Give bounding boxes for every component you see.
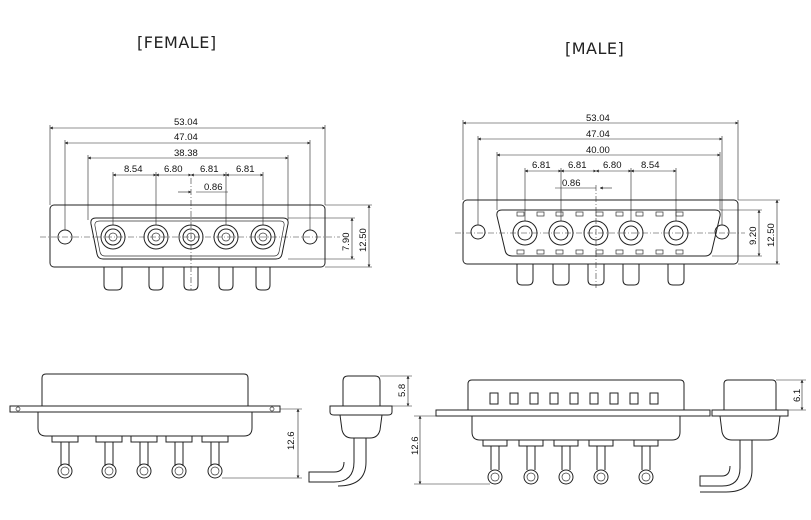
female-pins — [103, 267, 271, 291]
male-front-body — [471, 415, 681, 441]
female-dim-pitch-4: 6.81 — [236, 164, 255, 175]
male-d-shell — [496, 209, 721, 257]
male-side-shell — [723, 379, 777, 411]
female-dim-shell-height: 7.90 — [341, 233, 352, 252]
female-dim-pitch-1: 8.54 — [124, 164, 143, 175]
female-dim-overall-width: 53.04 — [174, 117, 198, 128]
male-front-slots — [489, 392, 659, 405]
male-dim-pitch-3: 6.80 — [603, 160, 622, 171]
female-side-dim-height: 5.8 — [397, 384, 408, 397]
male-front-pins — [482, 439, 659, 485]
male-top-view: 53.04 47.04 40.00 6.81 6.81 6.80 8.54 0.… — [455, 113, 780, 288]
female-front-dim-height: 12.6 — [286, 432, 297, 451]
male-pins — [516, 264, 685, 286]
female-flange — [49, 204, 326, 268]
female-dim-hole-spacing: 47.04 — [174, 132, 198, 143]
female-dim-pitch-3: 6.81 — [200, 164, 219, 175]
female-side-view: 5.8 — [308, 375, 412, 487]
female-front-view: 12.6 — [9, 373, 302, 479]
female-side-shell — [342, 375, 381, 407]
female-front-body — [37, 411, 253, 437]
female-dim-shell-width: 38.38 — [174, 148, 198, 159]
male-dim-offset: 0.86 — [562, 178, 581, 189]
female-front-pins — [51, 435, 229, 479]
male-side-dim-height: 6.1 — [792, 389, 803, 402]
male-front-shell — [467, 379, 685, 411]
male-dim-pitch-2: 6.81 — [568, 160, 587, 171]
male-dim-flange-height: 12.50 — [766, 223, 777, 247]
male-front-dim-height: 12.6 — [410, 437, 421, 456]
female-dim-pitch-2: 6.80 — [164, 164, 183, 175]
male-dim-overall-width: 53.04 — [586, 113, 610, 124]
male-side-view: 6.1 — [699, 379, 806, 493]
female-title: [FEMALE] — [137, 33, 217, 52]
female-dim-offset: 0.86 — [204, 182, 223, 193]
male-dim-shell-height: 9.20 — [748, 227, 759, 246]
female-front-shell — [41, 373, 249, 407]
male-flange — [462, 199, 739, 265]
female-d-shell — [90, 217, 289, 260]
male-dim-pitch-1: 6.81 — [532, 160, 551, 171]
male-dim-pitch-4: 8.54 — [641, 160, 660, 171]
male-title: [MALE] — [565, 39, 624, 58]
male-dim-hole-spacing: 47.04 — [586, 129, 610, 140]
female-top-view: 53.04 47.04 38.38 8.54 6.80 6.81 6.81 0.… — [40, 117, 372, 291]
male-dim-shell-width: 40.00 — [586, 145, 610, 156]
female-front-flange — [9, 405, 281, 413]
male-front-view: 12.6 — [410, 379, 711, 485]
female-dim-flange-height: 12.50 — [358, 228, 369, 252]
male-slots — [516, 211, 684, 255]
male-front-flange — [435, 409, 711, 417]
